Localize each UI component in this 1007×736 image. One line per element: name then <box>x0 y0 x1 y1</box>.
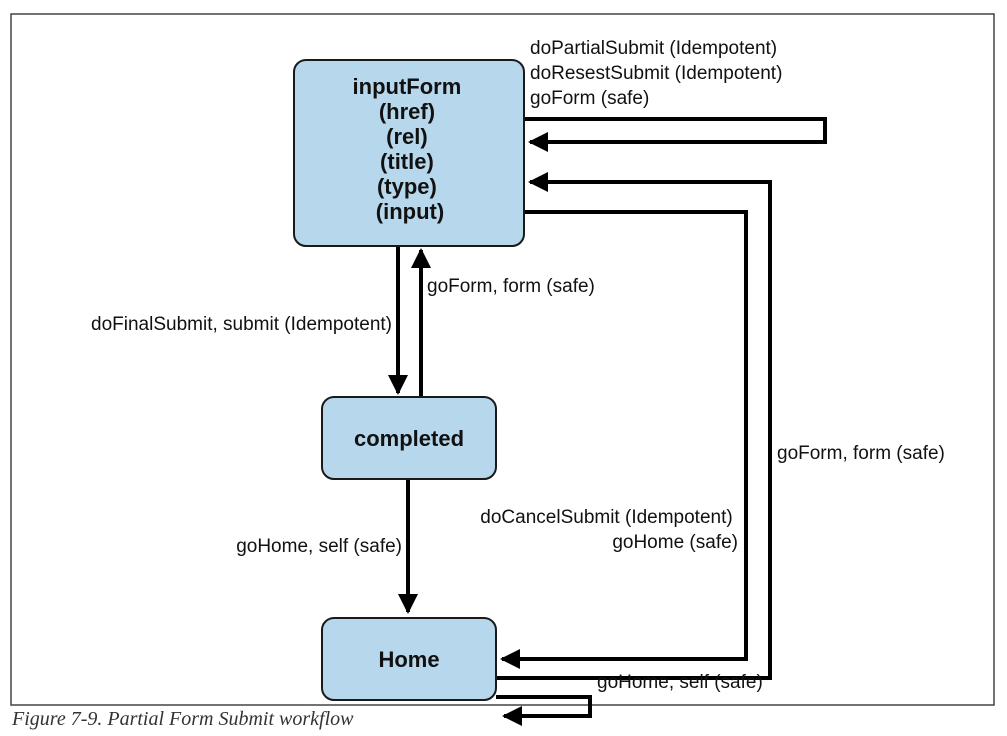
svg-text:inputForm (href) (: inputForm (href) (rel) (title) (type) (i… <box>353 74 468 224</box>
edge-label-completed-to-input: goForm, form (safe) <box>427 276 595 297</box>
node-input-form-line: inputForm <box>353 74 462 99</box>
edge-home-self-loop <box>496 695 592 726</box>
edge-label-completed-to-home: goHome, self (safe) <box>236 536 402 557</box>
node-input-form-line: (type) <box>377 174 437 199</box>
edge-label-home-self: goHome, self (safe) <box>597 672 763 693</box>
edge-label-input-self: doPartialSubmit (Idempotent) <box>530 38 777 59</box>
node-completed-label: completed <box>354 426 464 451</box>
node-home-label: Home <box>378 647 439 672</box>
edge-label-home-to-input: goForm, form (safe) <box>777 443 945 464</box>
node-input-form-line: (input) <box>376 199 444 224</box>
node-completed: completed <box>321 396 497 480</box>
edge-label-input-self: doResestSubmit (Idempotent) <box>530 63 782 84</box>
svg-text:doPartialSubmit (Idempotent): doPartialSubmit (Idempotent) doResestSub… <box>530 38 788 109</box>
figure-caption: Figure 7-9. Partial Form Submit workflow <box>12 708 354 730</box>
node-input-form-line: (href) <box>379 99 435 124</box>
node-input-form-line: (title) <box>380 149 434 174</box>
edge-label-input-to-home: goHome (safe) <box>612 532 738 553</box>
edge-input-form-self-loop <box>522 117 827 152</box>
node-input-form: inputForm (href) (rel) (title) (type) (i… <box>293 59 525 247</box>
edge-label-input-to-completed: doFinalSubmit, submit (Idempotent) <box>91 314 392 335</box>
edge-home-to-input <box>496 172 772 680</box>
edge-label-input-self: goForm (safe) <box>530 88 649 109</box>
node-input-form-line: (rel) <box>386 124 428 149</box>
node-home: Home <box>321 617 497 701</box>
edge-label-input-to-home: doCancelSubmit (Idempotent) <box>480 507 732 528</box>
svg-text:doCancelSubmit (Idempotent): doCancelSubmit (Idempotent) goHome (safe… <box>480 507 738 553</box>
diagram-border <box>10 13 995 706</box>
edge-input-to-home <box>500 210 748 669</box>
